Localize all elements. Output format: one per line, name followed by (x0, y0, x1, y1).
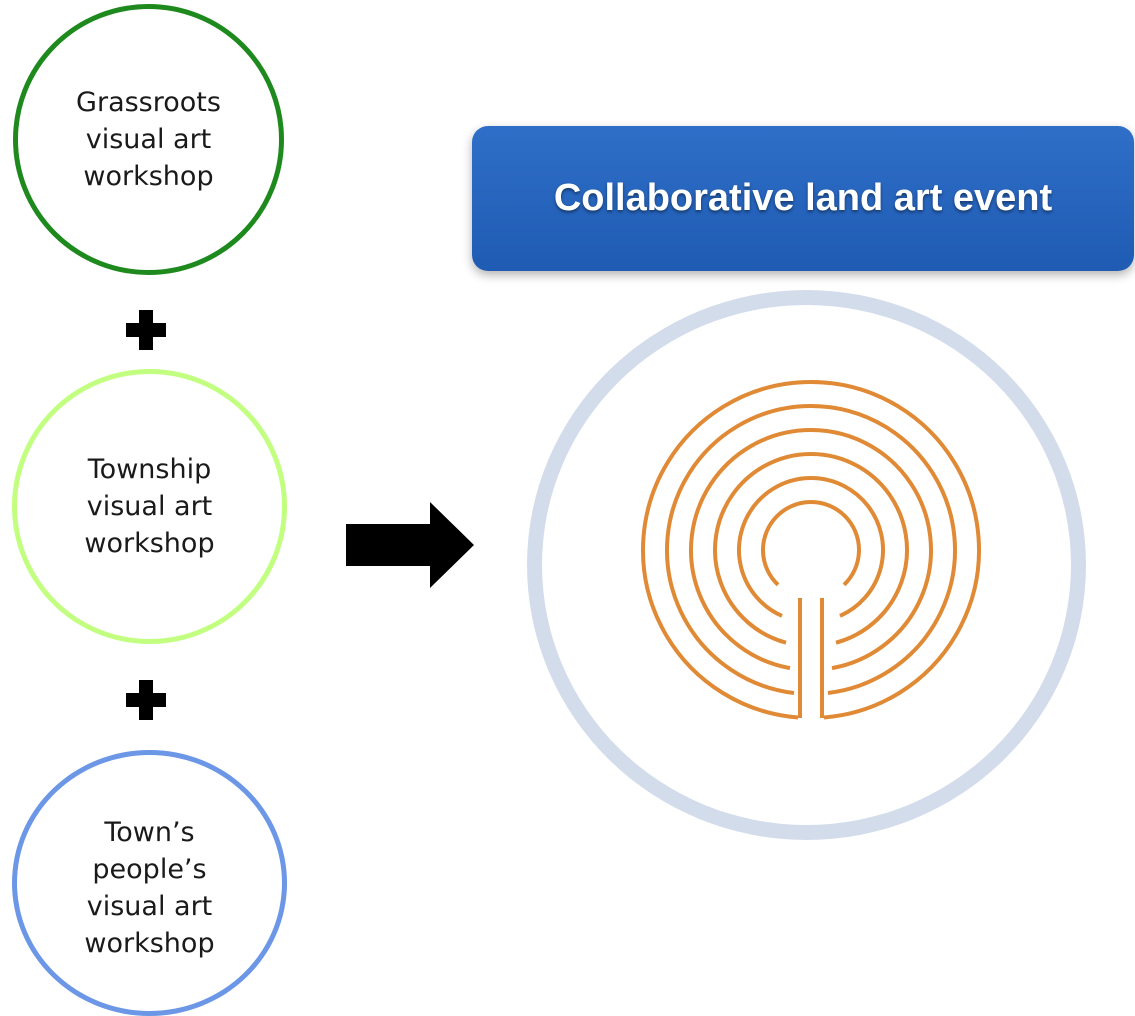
grassroots-workshop-node: Grassroots visual art workshop (13, 4, 284, 275)
grassroots-workshop-label: Grassroots visual art workshop (76, 87, 221, 192)
townspeople-workshop-label: Town’s people’s visual art workshop (84, 817, 215, 959)
labyrinth-icon (641, 380, 981, 720)
labyrinth-ring (713, 452, 909, 645)
labyrinth-ring (641, 380, 981, 720)
outcome-title: Collaborative land art event (553, 177, 1053, 219)
labyrinth-ring (689, 428, 933, 671)
plus-icon (126, 310, 166, 350)
labyrinth-ring (761, 500, 861, 587)
outcome-title-banner: Collaborative land art event (472, 126, 1134, 271)
township-workshop-node: Township visual art workshop (12, 369, 287, 644)
townspeople-workshop-node: Town’s people’s visual art workshop (12, 750, 287, 1016)
labyrinth-ring (737, 476, 885, 618)
labyrinth-ring (665, 404, 957, 695)
township-workshop-label: Township visual art workshop (84, 454, 215, 559)
right-arrow-icon (346, 502, 474, 588)
plus-icon (126, 680, 166, 720)
